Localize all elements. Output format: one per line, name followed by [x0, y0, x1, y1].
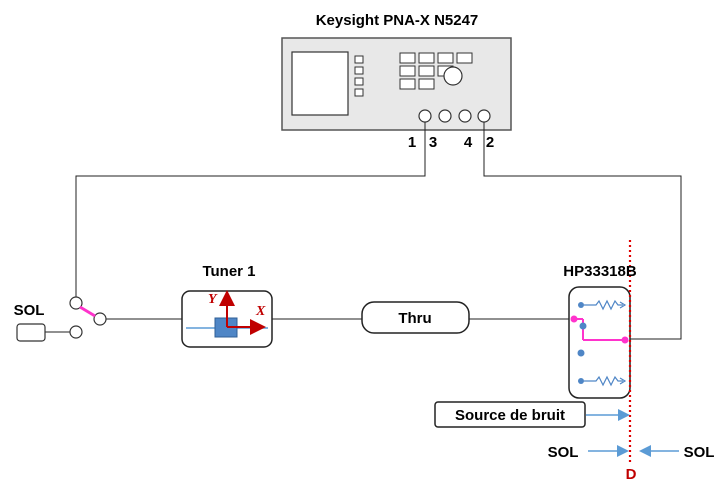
- instrument-title: Keysight PNA-X N5247: [316, 12, 479, 29]
- port-label-1: 1: [408, 134, 416, 151]
- noise-source-label-box: [434, 401, 586, 428]
- sol-left-label: SOL: [14, 302, 45, 319]
- instrument-screen: [291, 51, 349, 116]
- port-label-4: 4: [464, 134, 473, 151]
- pna-x-instrument: [281, 37, 512, 131]
- tuner-axis-y: Y: [208, 292, 218, 307]
- port-label-2: 2: [486, 134, 494, 151]
- noise-source-model: HP33318B: [563, 263, 637, 280]
- noise-source-label: Source de bruit: [455, 407, 565, 424]
- sol-connector: [16, 323, 46, 342]
- tuner-box: [181, 290, 273, 348]
- tuner-axis-x: X: [255, 304, 266, 319]
- reference-plane-label: D: [626, 466, 637, 481]
- switch-assembly: [16, 296, 107, 342]
- port-label-3: 3: [429, 134, 437, 151]
- port-a: [438, 109, 452, 123]
- port-b: [458, 109, 472, 123]
- noise-source-box: [568, 286, 631, 399]
- sol-bottom-left-label: SOL: [548, 444, 579, 461]
- cables: [45, 122, 682, 340]
- knob-icon: [443, 66, 463, 86]
- port-2: [477, 109, 491, 123]
- thru-box: [361, 301, 470, 334]
- switch-lever: [79, 305, 96, 318]
- tuner-title: Tuner 1: [202, 263, 255, 280]
- port-3: [418, 109, 432, 123]
- thru-label: Thru: [398, 310, 431, 327]
- sol-bottom-right-label: SOL: [684, 444, 715, 461]
